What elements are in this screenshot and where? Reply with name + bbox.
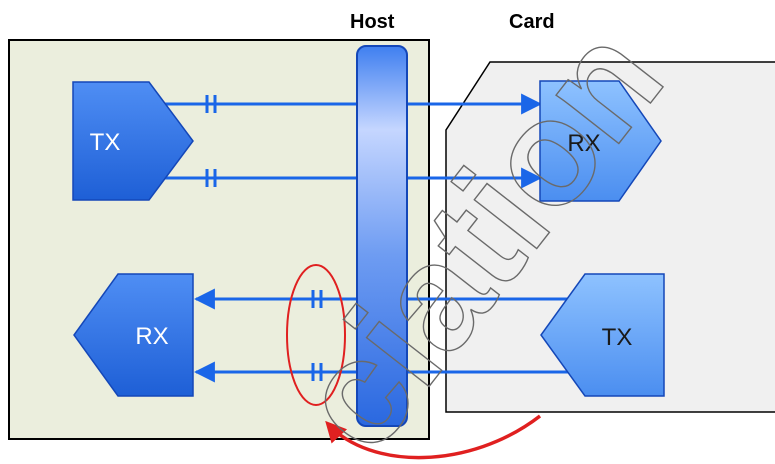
capacitor-icon <box>205 95 217 113</box>
host-tx-label: TX <box>90 129 121 156</box>
capacitor-icon <box>311 363 323 381</box>
coupling-capacitors <box>205 95 323 381</box>
host-tx-block: TX <box>72 81 194 201</box>
capacitor-icon <box>205 169 217 187</box>
card-header: Card <box>509 11 555 33</box>
callout-arrow <box>325 414 542 460</box>
card-panel <box>445 61 775 413</box>
capacitor-icon <box>311 290 323 308</box>
connector-bar <box>356 45 408 427</box>
card-tx-label: TX <box>602 324 633 351</box>
card-rx-block: RX <box>539 80 662 202</box>
highlight-ellipse <box>286 264 346 406</box>
host-header: Host <box>350 11 395 33</box>
card-tx-block: TX <box>540 273 665 397</box>
host-rx-label: RX <box>135 323 168 350</box>
tx-lines <box>160 93 543 189</box>
host-rx-block: RX <box>73 273 194 397</box>
card-rx-label: RX <box>567 130 600 157</box>
